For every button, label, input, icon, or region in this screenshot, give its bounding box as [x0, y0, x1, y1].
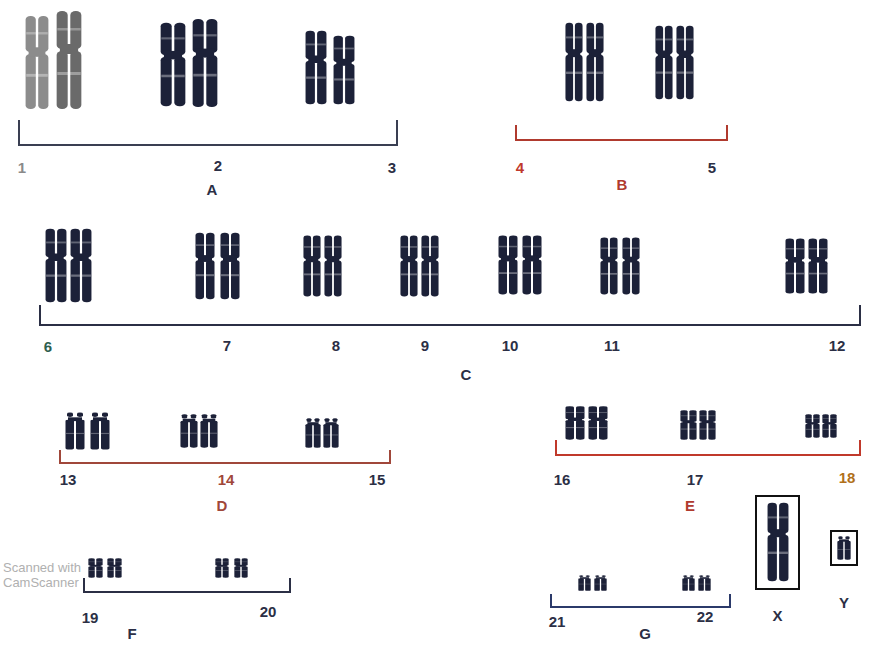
- chromosome: [46, 229, 67, 303]
- group-letter: A: [207, 182, 218, 198]
- chromosome: [699, 410, 715, 439]
- chromosome: [88, 558, 102, 578]
- chromosome: [822, 414, 836, 438]
- chromosome: [586, 23, 603, 101]
- chromosome: [566, 406, 585, 439]
- watermark: Scanned with CamScanner: [3, 560, 85, 590]
- group-letter: G: [639, 626, 651, 642]
- chromosome-number: 17: [687, 472, 704, 488]
- chromosome: [837, 536, 850, 560]
- chromosome: [565, 23, 582, 101]
- group-bracket: [40, 305, 860, 325]
- chromosome: [523, 236, 542, 295]
- group-bracket: [19, 120, 397, 145]
- group-bracket: [516, 125, 727, 140]
- chromosome: [655, 26, 672, 100]
- group-letter: F: [127, 626, 136, 642]
- chromosome: [421, 236, 438, 297]
- chromosome-number: 14: [218, 472, 235, 488]
- chromosome-number: 15: [369, 472, 386, 488]
- chromosome-number: 18: [839, 470, 856, 486]
- group-bracket: [19, 120, 860, 607]
- group-letter: C: [461, 367, 472, 383]
- chromosome: [305, 418, 320, 447]
- chromosome: [594, 575, 606, 591]
- chromosome: [680, 410, 696, 439]
- chromosome: [306, 31, 327, 105]
- group-bracket: [551, 594, 730, 607]
- chromosome: [161, 23, 186, 106]
- chromosome-number: 21: [549, 614, 566, 630]
- chromosome-number: 12: [829, 338, 846, 354]
- chromosome: [600, 238, 617, 295]
- group-bracket: [60, 450, 390, 463]
- chromosome: [809, 239, 828, 294]
- chromosome: [676, 26, 693, 100]
- chromosome: [499, 236, 518, 295]
- chromosome-number: 7: [223, 338, 231, 354]
- chromosome: [200, 414, 217, 447]
- chromosome: [193, 19, 218, 107]
- chromosome: [26, 16, 49, 109]
- chromosome-number: 11: [604, 338, 620, 354]
- chromosome: [91, 412, 110, 449]
- chromosome-number: 16: [554, 472, 571, 488]
- chromosome-number: 9: [421, 338, 429, 354]
- chromosome: [400, 236, 417, 297]
- chromosome: [303, 236, 320, 297]
- chromosome-number: 22: [697, 609, 714, 625]
- chromosome: [698, 575, 710, 591]
- group-bracket: [84, 578, 290, 592]
- sex-chromosome-box: X: [755, 495, 800, 590]
- chromosome: [196, 233, 215, 300]
- chromosome-set: [26, 11, 851, 591]
- group-letter: B: [617, 177, 628, 193]
- chromosome: [589, 406, 608, 439]
- chromosome: [768, 503, 789, 581]
- chromosome-label: Y: [839, 595, 849, 611]
- chromosome: [334, 36, 355, 105]
- chromosome-number: 20: [260, 604, 277, 620]
- chromosome: [215, 558, 228, 578]
- chromosome: [57, 11, 82, 109]
- chromosome: [234, 558, 247, 578]
- chromosome: [324, 236, 341, 297]
- chromosome-number: 10: [502, 338, 519, 354]
- chromosome-number: 6: [44, 339, 52, 355]
- chromosome: [66, 412, 85, 449]
- chromosome-number: 2: [214, 158, 222, 174]
- chromosome-number: 19: [82, 610, 99, 626]
- chromosome: [107, 558, 121, 578]
- chromosome-number: 1: [18, 160, 26, 176]
- chromosome: [180, 414, 197, 447]
- chromosome: [805, 414, 819, 438]
- chromosome-number: 3: [388, 160, 396, 176]
- chromosome-number: 13: [60, 472, 77, 488]
- chromosome: [578, 575, 590, 591]
- group-bracket: [556, 440, 860, 455]
- chromosome: [323, 418, 338, 447]
- chromosome: [221, 233, 240, 300]
- group-letter: D: [217, 498, 228, 514]
- sex-chromosome-box: Y: [830, 530, 858, 566]
- chromosome-label: X: [772, 608, 782, 624]
- chromosome: [786, 239, 805, 294]
- chromosome: [682, 575, 694, 591]
- chromosome-number: 5: [708, 160, 716, 176]
- group-letter: E: [685, 498, 695, 514]
- chromosome-number: 4: [516, 160, 524, 176]
- chromosome: [622, 238, 639, 295]
- chromosome-number: 8: [332, 338, 340, 354]
- chromosome: [71, 229, 92, 303]
